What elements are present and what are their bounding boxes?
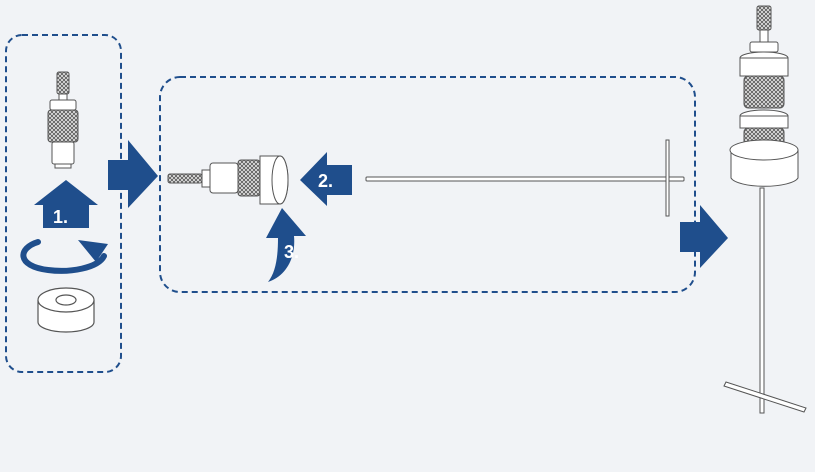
- rotate-icon: [23, 240, 108, 271]
- up-arrow-icon: 1.: [34, 180, 98, 228]
- left-arrow-icon: 2.: [300, 152, 352, 206]
- right-arrow-icon: [680, 205, 728, 268]
- step-1-label: 1.: [53, 207, 68, 227]
- curved-arrow-icon: 3.: [266, 208, 306, 282]
- connector-part: [48, 72, 78, 168]
- horizontal-assembly: [168, 156, 288, 204]
- t-handle-rod: [366, 140, 684, 216]
- step-2-label: 2.: [318, 171, 333, 191]
- final-assembly: [724, 6, 806, 413]
- right-arrow-icon: [108, 140, 158, 208]
- round-nut: [38, 288, 94, 332]
- step-3-label: 3.: [284, 242, 299, 262]
